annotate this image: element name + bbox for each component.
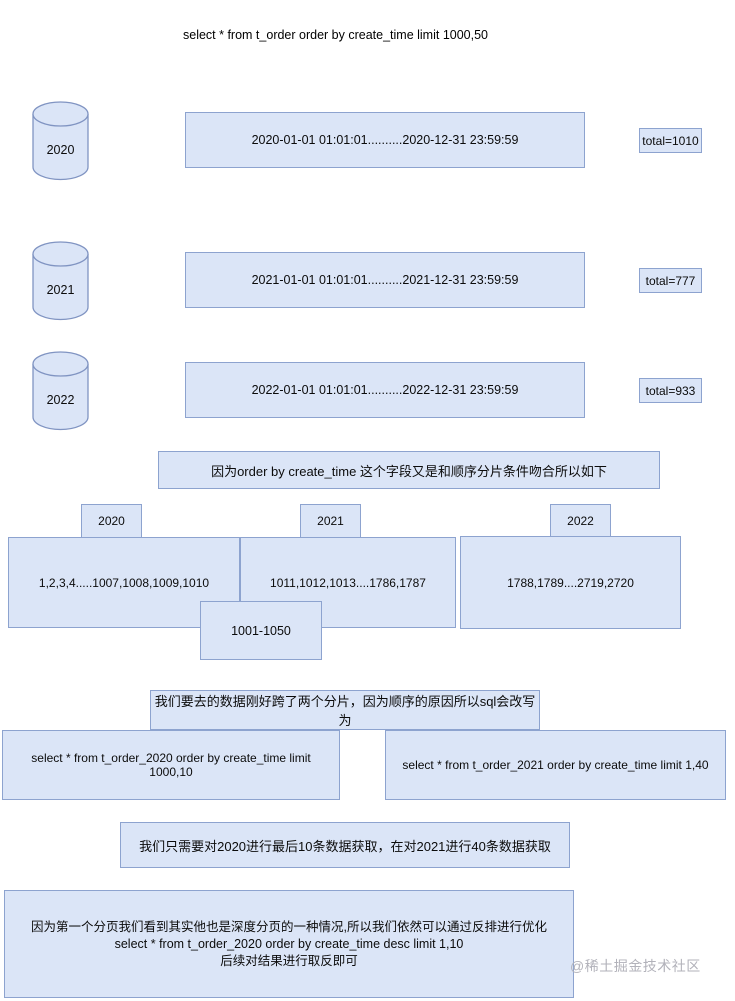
sql-text-2021: select * from t_order_2021 order by crea… [402, 758, 709, 772]
date-range-text: 2021-01-01 01:01:01..........2021-12-31 … [251, 273, 519, 287]
date-range-box-2022: 2022-01-01 01:01:01..........2022-12-31 … [185, 362, 585, 418]
date-range-text: 2020-01-01 01:01:01..........2020-12-31 … [251, 133, 519, 147]
database-cylinder-icon [32, 241, 89, 321]
optimize-line-2: select * from t_order_2020 order by crea… [114, 936, 464, 951]
sql-box-2020: select * from t_order_2020 order by crea… [2, 730, 340, 800]
date-range-box-2020: 2020-01-01 01:01:01..........2020-12-31 … [185, 112, 585, 168]
order-by-note-box: 因为order by create_time 这个字段又是和顺序分片条件吻合所以… [158, 451, 660, 489]
fetch-note-box: 我们只需要对2020进行最后10条数据获取，在对2021进行40条数据获取 [120, 822, 570, 868]
database-cylinder-icon [32, 101, 89, 181]
rewrite-note-text: 我们要去的数据刚好跨了两个分片，因为顺序的原因所以sql会改写为 [154, 694, 536, 728]
rewrite-note-box: 我们要去的数据刚好跨了两个分片，因为顺序的原因所以sql会改写为 [150, 690, 540, 730]
total-text: total=933 [645, 383, 696, 398]
year-tag-text: 2020 [98, 514, 125, 528]
page-window-box: 1001-1050 [200, 601, 322, 660]
partition-year-tag-2020: 2020 [81, 504, 142, 538]
optimize-line-3: 后续对结果进行取反即可 [220, 953, 358, 968]
year-tag-text: 2022 [567, 514, 594, 528]
date-range-text: 2022-01-01 01:01:01..........2022-12-31 … [251, 383, 519, 397]
cylinder-year-label: 2020 [46, 143, 75, 157]
page-window-text: 1001-1050 [231, 623, 291, 638]
database-cylinder-2022: 2022 [32, 351, 89, 431]
total-box-2020: total=1010 [639, 128, 702, 153]
total-text: total=777 [645, 273, 696, 288]
total-box-2021: total=777 [639, 268, 702, 293]
optimize-note-box: 因为第一个分页我们看到其实他也是深度分页的一种情况,所以我们依然可以通过反排进行… [4, 890, 574, 998]
total-box-2022: total=933 [639, 378, 702, 403]
partition-year-tag-2021: 2021 [300, 504, 361, 538]
partition-ids-text: 1011,1012,1013....1786,1787 [270, 575, 426, 590]
cylinder-year-label: 2021 [46, 283, 75, 297]
sql-text-2020: select * from t_order_2020 order by crea… [31, 751, 311, 779]
sql-query-title: select * from t_order order by create_ti… [183, 28, 488, 42]
order-by-note-text: 因为order by create_time 这个字段又是和顺序分片条件吻合所以… [211, 463, 607, 479]
cylinder-year-label: 2022 [46, 393, 75, 407]
database-cylinder-icon [32, 351, 89, 431]
database-cylinder-2021: 2021 [32, 241, 89, 321]
total-text: total=1010 [642, 133, 699, 148]
partition-year-tag-2022: 2022 [550, 504, 611, 538]
year-tag-text: 2021 [317, 514, 344, 528]
partition-ids-text: 1,2,3,4.....1007,1008,1009,1010 [38, 575, 210, 590]
fetch-note-text: 我们只需要对2020进行最后10条数据获取，在对2021进行40条数据获取 [139, 838, 551, 854]
partition-ids-box-2020: 1,2,3,4.....1007,1008,1009,1010 [8, 537, 240, 628]
date-range-box-2021: 2021-01-01 01:01:01..........2021-12-31 … [185, 252, 585, 308]
partition-ids-text: 1788,1789....2719,2720 [507, 575, 634, 590]
sql-box-2021: select * from t_order_2021 order by crea… [385, 730, 726, 800]
partition-ids-box-2022: 1788,1789....2719,2720 [460, 536, 681, 629]
watermark-label: @稀土掘金技术社区 [570, 958, 701, 974]
database-cylinder-2020: 2020 [32, 101, 89, 181]
optimize-line-1: 因为第一个分页我们看到其实他也是深度分页的一种情况,所以我们依然可以通过反排进行… [31, 919, 547, 934]
